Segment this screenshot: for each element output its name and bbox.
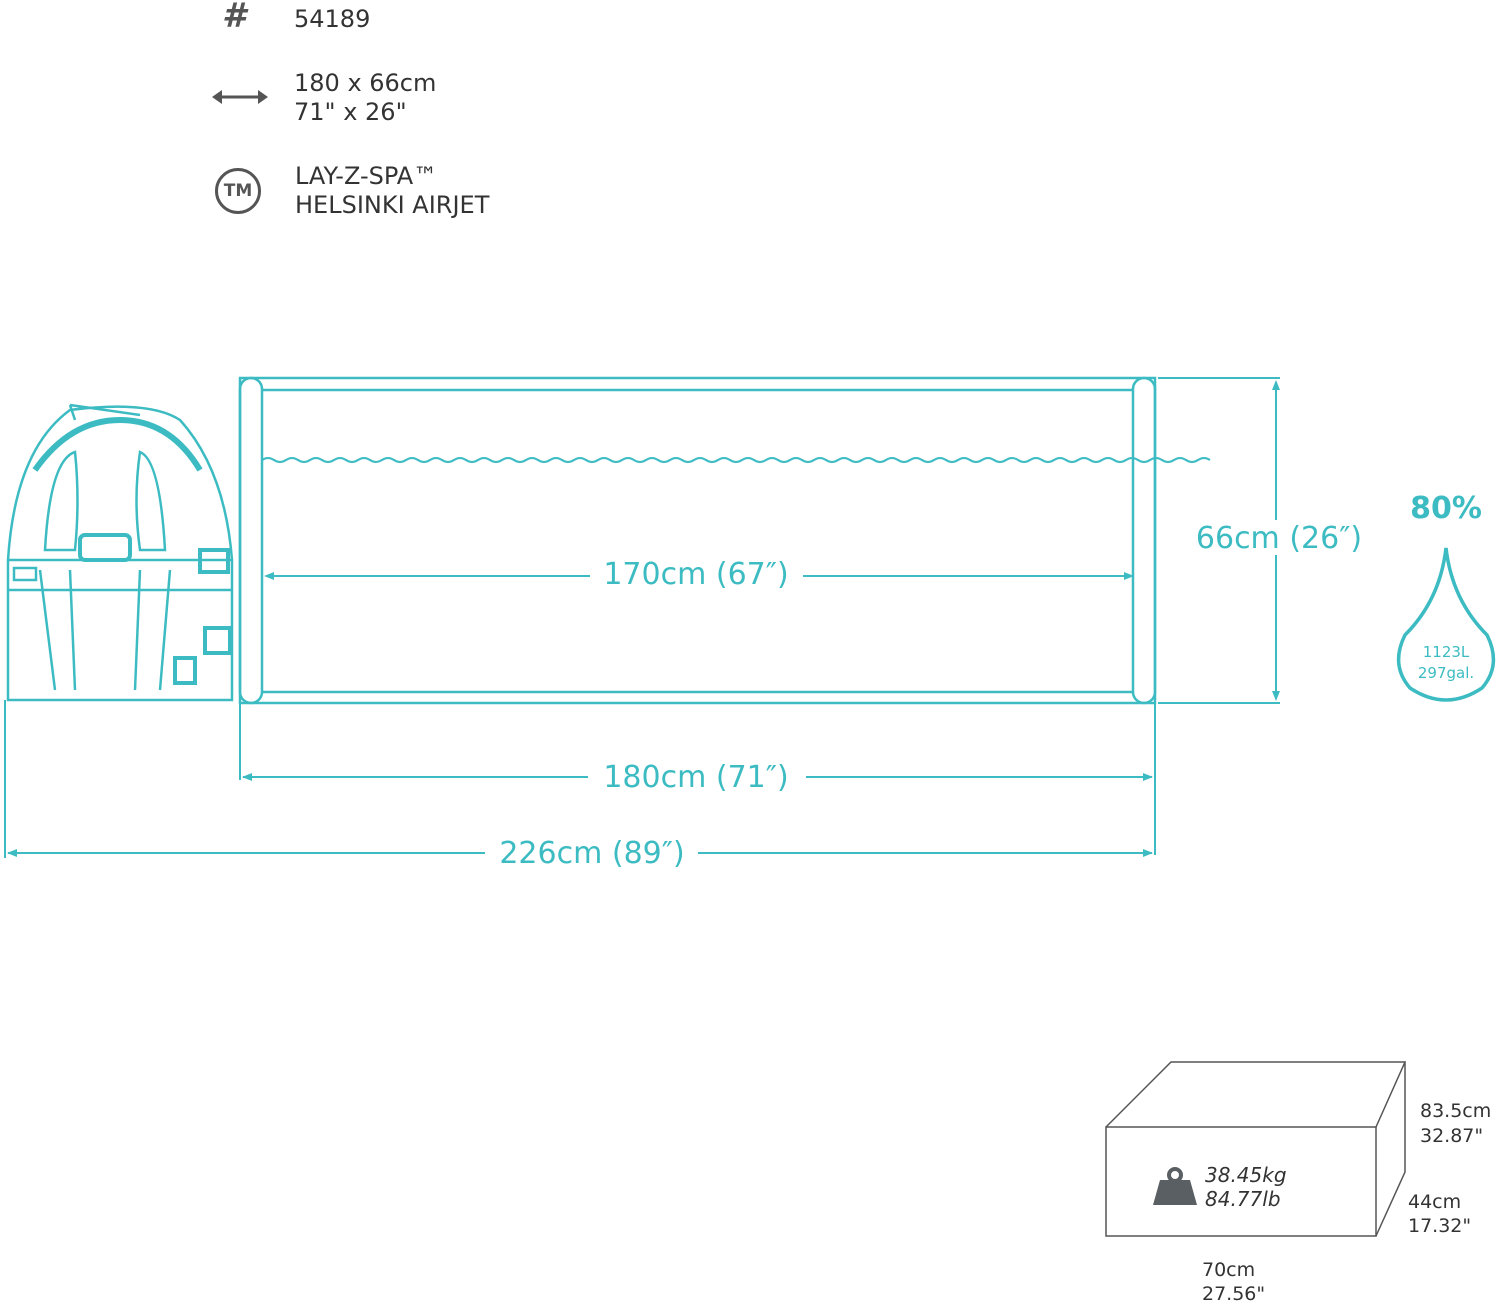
package-height-cm: 83.5cm bbox=[1420, 1100, 1491, 1122]
water-line bbox=[261, 457, 1211, 463]
trademark-icon: TM bbox=[215, 168, 261, 214]
water-drop-icon bbox=[1396, 547, 1496, 702]
model-number: 54189 bbox=[294, 5, 371, 33]
fill-percent: 80% bbox=[1410, 491, 1482, 526]
hash-icon: # bbox=[222, 0, 246, 36]
weight-lb: 84.77lb bbox=[1205, 1187, 1281, 1211]
package-width-cm: 70cm bbox=[1202, 1259, 1255, 1281]
package-depth-in: 17.32" bbox=[1408, 1215, 1471, 1237]
height-label: 66cm (26″) bbox=[1196, 521, 1362, 556]
pump-unit-drawing bbox=[6, 403, 234, 702]
inner-length-label: 170cm (67″) bbox=[603, 557, 788, 592]
weight-kg: 38.45kg bbox=[1205, 1163, 1287, 1187]
brand-line-2: HELSINKI AIRJET bbox=[295, 191, 490, 219]
spa-body-drawing bbox=[238, 376, 1211, 705]
double-arrow-icon bbox=[212, 90, 268, 104]
outer-length-label: 180cm (71″) bbox=[603, 760, 788, 795]
package-depth-cm: 44cm bbox=[1408, 1191, 1461, 1213]
total-length-label: 226cm (89″) bbox=[499, 836, 684, 871]
weight-icon bbox=[1153, 1167, 1197, 1205]
size-imperial: 71" x 26" bbox=[294, 98, 407, 126]
water-gallons: 297gal. bbox=[1418, 664, 1474, 682]
size-metric: 180 x 66cm bbox=[294, 69, 437, 97]
package-width-in: 27.56" bbox=[1202, 1283, 1265, 1304]
brand-line-1: LAY-Z-SPA™ bbox=[295, 162, 438, 190]
water-liters: 1123L bbox=[1423, 643, 1470, 661]
package-box-drawing bbox=[1105, 1061, 1407, 1237]
package-height-in: 32.87" bbox=[1420, 1125, 1483, 1147]
